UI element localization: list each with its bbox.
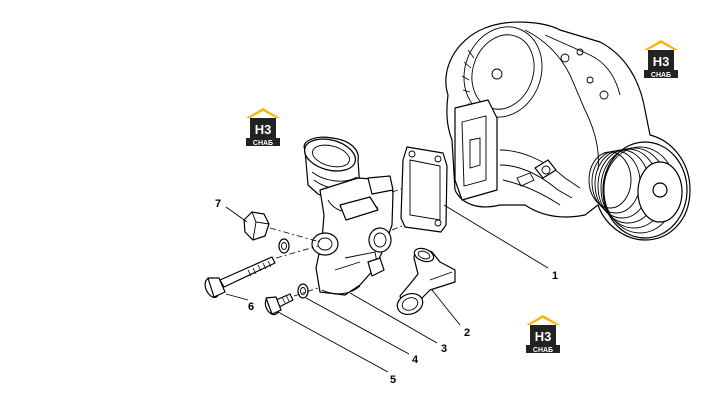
watermark-logo-1: H3 СНАБ [246,108,280,147]
washer [297,283,309,299]
logo-caption: СНАБ [651,72,671,79]
short-bolt [264,293,294,316]
logo-mark: H3 [535,329,552,344]
watermark-logo-3: H3 СНАБ [526,315,560,354]
nut [243,211,290,254]
leader-lines [225,204,549,373]
logo-mark: H3 [255,122,272,137]
gasket [400,146,448,233]
bypass-pipe [396,247,456,315]
callout-6: 6 [248,301,254,313]
long-bolt [204,256,276,299]
callout-2: 2 [464,327,470,339]
house-logo-icon [644,40,678,78]
callout-3: 3 [441,343,447,355]
house-logo-icon [526,315,560,353]
callouts: 1 2 3 4 5 6 7 [215,198,558,386]
water-pump-assembly [445,21,691,241]
callout-1: 1 [552,270,558,282]
logo-mark: H3 [653,54,670,69]
thermostat-housing [303,136,394,296]
logo-caption: СНАБ [533,347,553,354]
logo-caption: СНАБ [253,140,273,147]
callout-4: 4 [412,354,419,366]
assembly-axis-lines [269,187,405,297]
watermark-logo-2: H3 СНАБ [644,40,678,79]
callout-5: 5 [390,374,396,386]
house-logo-icon [246,108,280,146]
callout-7: 7 [215,198,221,210]
